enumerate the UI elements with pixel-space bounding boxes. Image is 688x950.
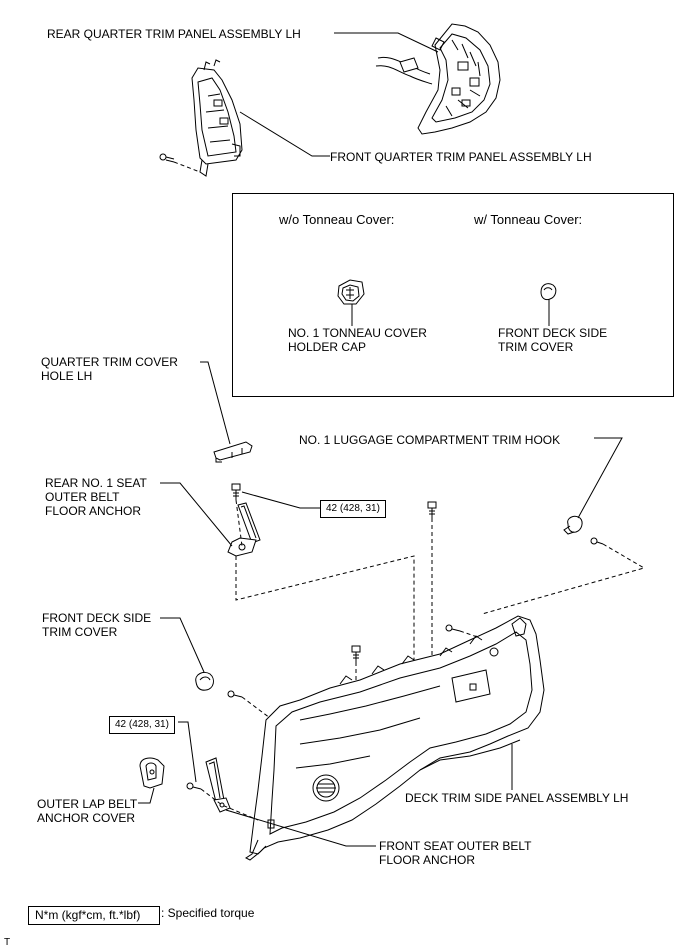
rear-quarter-trim-panel-drawing [375,23,501,135]
label-line: FRONT DECK SIDE [42,611,152,625]
label-line: FLOOR ANCHOR [379,853,476,867]
inset-header-with-tonneau: w/ Tonneau Cover: [474,212,583,227]
front-anchor-bolt [186,782,202,790]
outer-lap-belt-cover-drawing [139,757,165,789]
label-line: FRONT DECK SIDE [498,326,608,340]
panel-bolt-top [427,501,437,518]
label-outer-lap-belt-cover: OUTER LAP BELT ANCHOR COVER [37,797,137,825]
front-quarter-trim-panel-drawing [191,59,243,177]
label-line: ANCHOR COVER [37,811,136,825]
label-line: OUTER BELT [45,490,120,504]
front-seat-belt-anchor-drawing [205,757,231,813]
label-line: REAR NO. 1 SEAT [45,476,147,490]
label-deck-trim-side-panel: DECK TRIM SIDE PANEL ASSEMBLY LH [405,791,629,805]
rear-anchor-bolt [231,483,241,500]
label-line: TRIM COVER [498,340,574,354]
panel-bolt-mid [351,645,361,662]
label-line: OUTER LAP BELT [37,797,138,811]
luggage-trim-hook-drawing [563,515,583,535]
quarter-trim-cover-hole-drawing [213,441,253,463]
label-rear-quarter-trim-panel: REAR QUARTER TRIM PANEL ASSEMBLY LH [47,27,301,41]
label-front-quarter-trim-panel: FRONT QUARTER TRIM PANEL ASSEMBLY LH [330,150,592,164]
luggage-hook-bolt [590,537,604,545]
torque-spec-upper: 42 (428, 31) [320,500,386,518]
legend-torque-box: N*m (kgf*cm, ft.*lbf) [28,906,160,925]
torque-spec-lower: 42 (428, 31) [109,716,175,734]
label-line: TRIM COVER [42,625,118,639]
label-line: HOLDER CAP [288,340,367,354]
legend-text: : Specified torque [161,906,255,920]
label-line: FLOOR ANCHOR [45,504,142,518]
label-front-deck-side-trim-cover: FRONT DECK SIDE TRIM COVER [42,611,151,639]
label-line: FRONT SEAT OUTER BELT [379,839,532,853]
corner-mark: T [4,937,11,948]
tonneau-cover-holder-cap-drawing [337,279,365,326]
label-luggage-trim-hook: NO. 1 LUGGAGE COMPARTMENT TRIM HOOK [299,433,561,447]
label-tonneau-cover-holder-cap: NO. 1 TONNEAU COVER HOLDER CAP [288,326,427,354]
deck-cover-clip [227,690,243,698]
tonneau-cover-variant-box [232,193,674,397]
front-deck-side-trim-cover-drawing [195,671,214,691]
label-front-seat-belt-anchor: FRONT SEAT OUTER BELT FLOOR ANCHOR [379,839,531,867]
label-line: QUARTER TRIM COVER [41,355,178,369]
label-rear-seat-belt-anchor: REAR NO. 1 SEAT OUTER BELT FLOOR ANCHOR [45,476,147,518]
label-line: NO. 1 TONNEAU COVER [288,326,427,340]
label-inset-front-deck-side-trim-cover: FRONT DECK SIDE TRIM COVER [498,326,607,354]
label-quarter-trim-cover-hole: QUARTER TRIM COVER HOLE LH [41,355,178,383]
clip-front-quarter [159,153,175,163]
inset-header-without-tonneau: w/o Tonneau Cover: [279,212,395,227]
rear-seat-belt-anchor-drawing [227,502,261,557]
panel-clip-upper [445,624,461,632]
label-line: HOLE LH [41,369,93,383]
front-deck-side-trim-cover-inset-drawing [540,283,557,326]
deck-trim-side-panel-drawing [245,615,545,861]
